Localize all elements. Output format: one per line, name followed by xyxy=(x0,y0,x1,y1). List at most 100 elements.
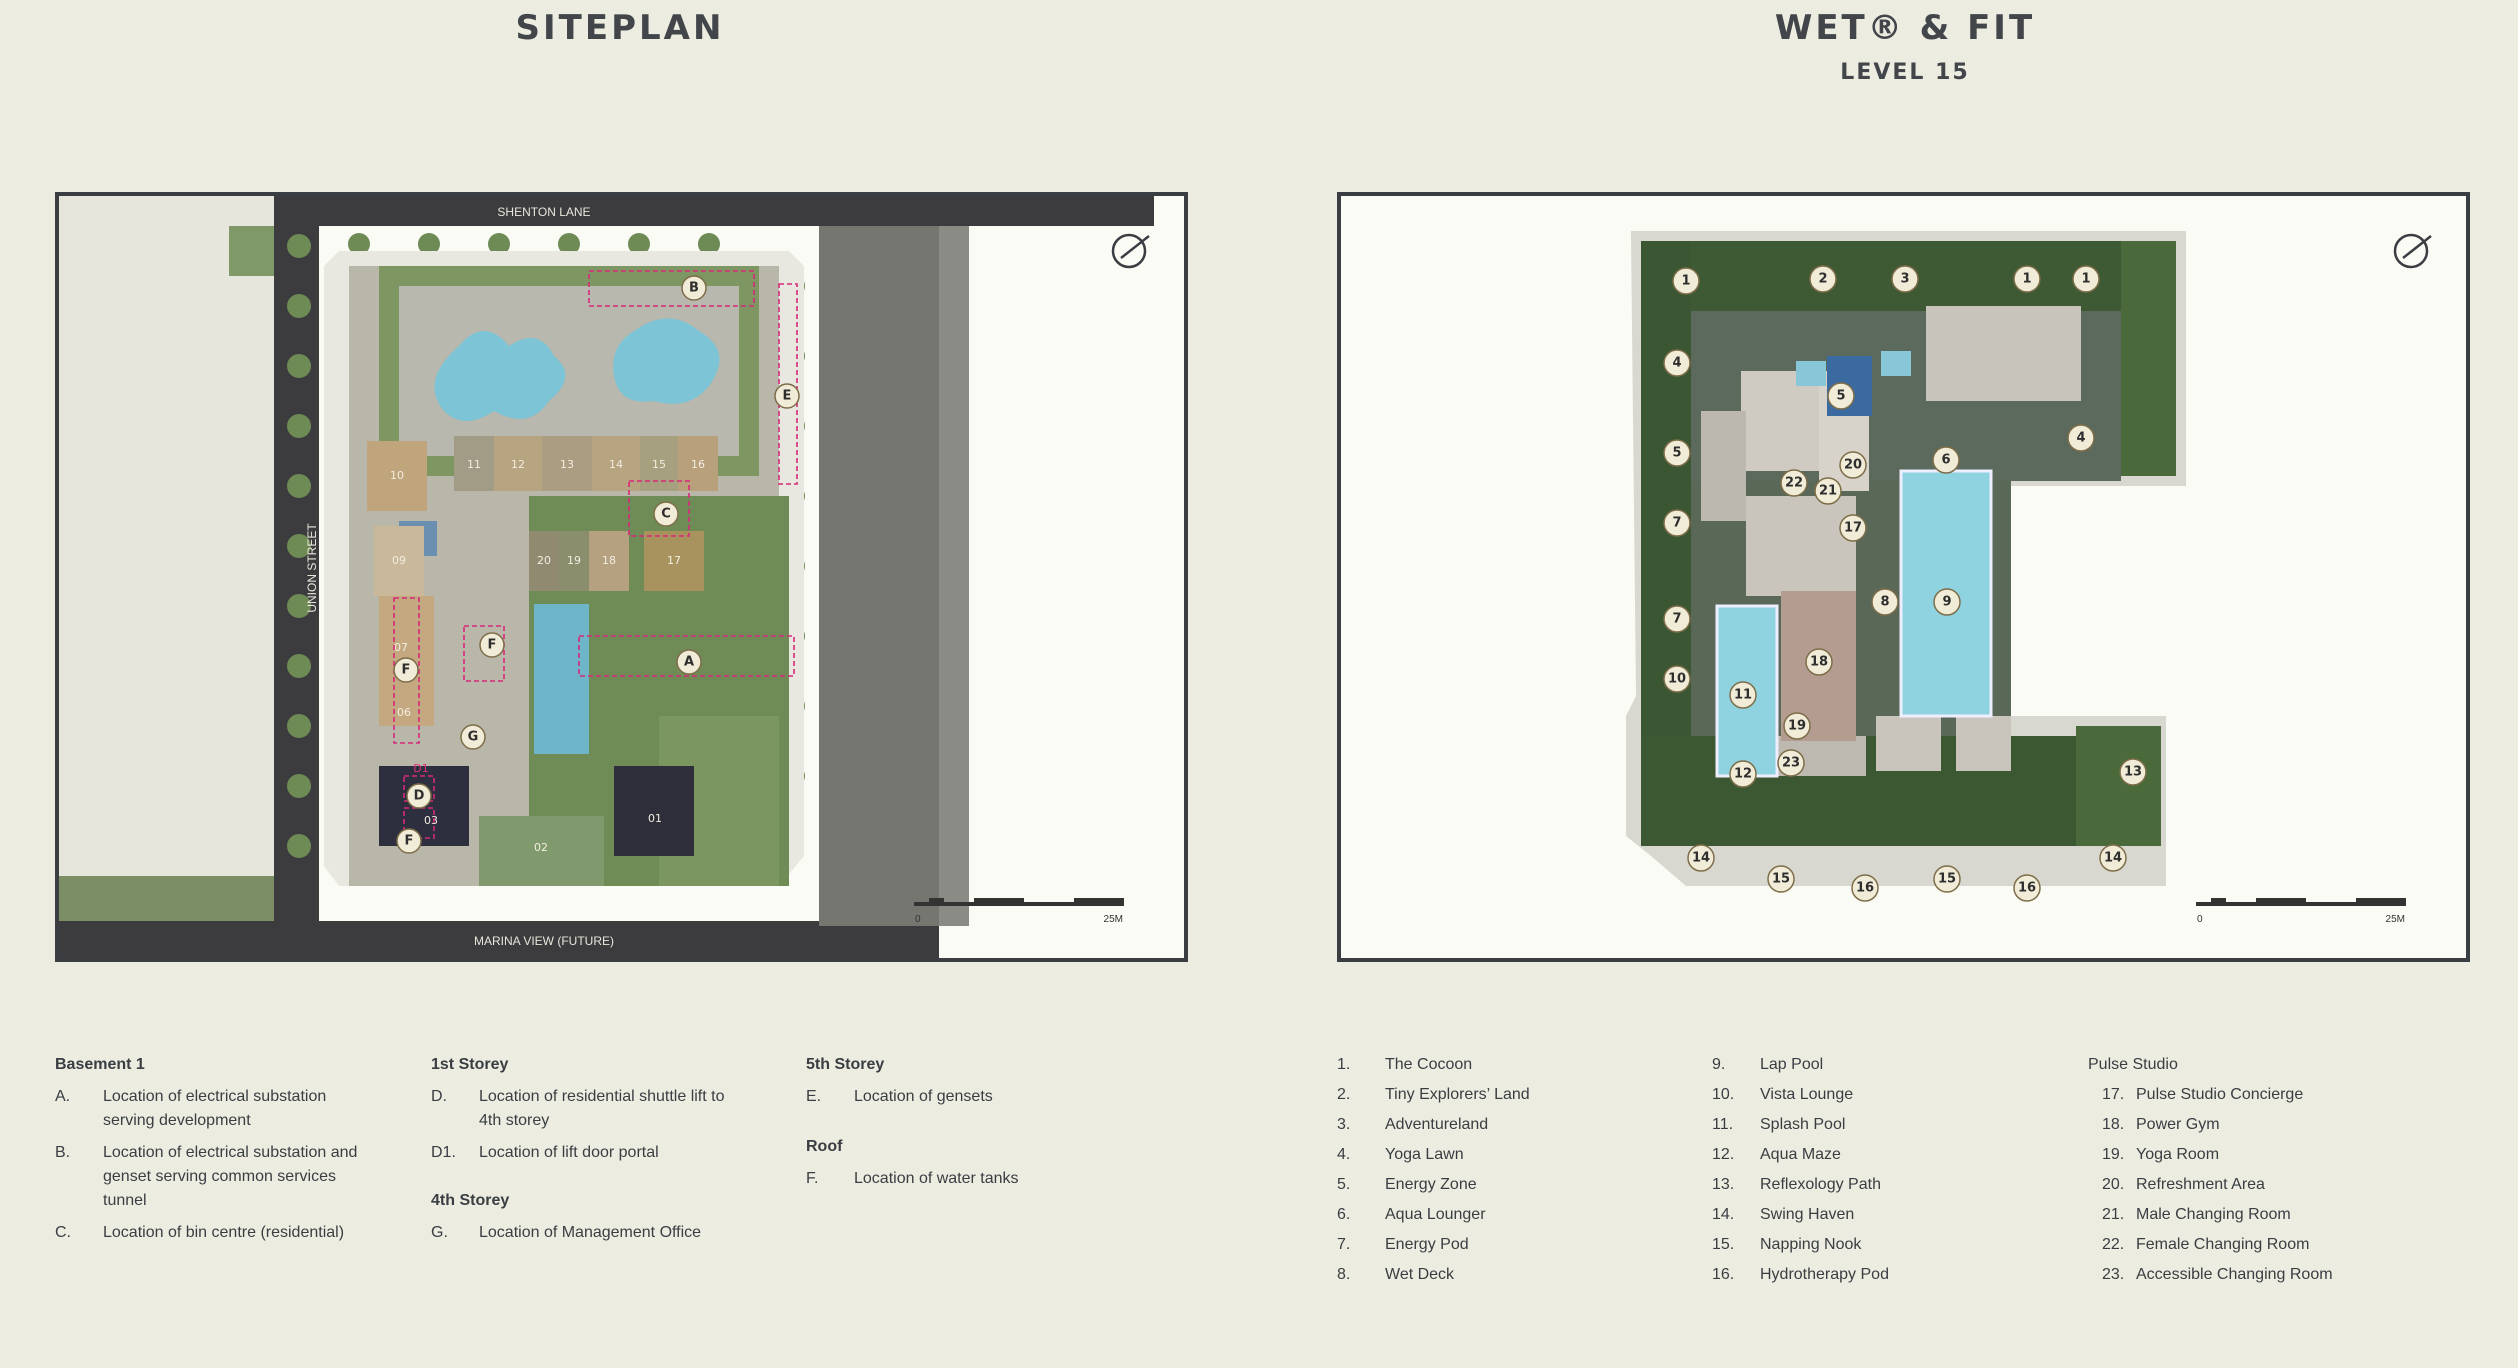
legend-text: Energy Zone xyxy=(1385,1176,1477,1193)
legend-item: G.Location of Management Office xyxy=(431,1221,771,1245)
wetfit-marker: 7 xyxy=(1672,516,1681,531)
scale-bar: 0 25M xyxy=(914,898,1124,925)
legend-item: 12.Aqua Maze xyxy=(1712,1143,2042,1173)
legend-text: Tiny Explorers’ Land xyxy=(1385,1086,1530,1103)
street-label-bottom: MARINA VIEW (FUTURE) xyxy=(474,934,614,948)
legend-key: 23. xyxy=(2102,1266,2125,1283)
block-label: 13 xyxy=(560,458,574,471)
siteplan-legend-col-3: 5th Storey E.Location of gensets Roof F.… xyxy=(806,1053,1146,1199)
wetfit-marker: 17 xyxy=(1844,521,1862,536)
siteplan-marker-f: F xyxy=(488,638,497,653)
wetfit-map-frame: 1 2 3 1 1 4 5 4 5 6 22 21 20 17 7 8 9 7 … xyxy=(1337,192,2470,962)
legend-text: Pulse Studio Concierge xyxy=(2136,1086,2304,1103)
north-arrow-icon xyxy=(1111,233,1150,269)
legend-key: G. xyxy=(431,1224,448,1241)
legend-text: Vista Lounge xyxy=(1760,1086,1854,1103)
siteplan-legend-col-2: 1st Storey D.Location of residential shu… xyxy=(431,1053,771,1253)
siteplan-marker-f: F xyxy=(402,663,411,678)
wetfit-marker: 23 xyxy=(1782,756,1800,771)
legend-item: 3.Adventureland xyxy=(1337,1113,1667,1143)
legend-key: 19. xyxy=(2102,1146,2125,1163)
legend-item: 2. Tiny Explorers’ Land xyxy=(1337,1083,1667,1113)
legend-key: 7. xyxy=(1337,1236,1351,1253)
block-label: D1 xyxy=(413,762,428,775)
wetfit-marker: 12 xyxy=(1734,767,1752,782)
block-label: 01 xyxy=(648,812,662,825)
legend-item: D.Location of residential shuttle lift t… xyxy=(431,1085,771,1133)
legend-text: Adventureland xyxy=(1385,1116,1489,1133)
legend-key: 12. xyxy=(1712,1146,1735,1163)
wetfit-marker: 7 xyxy=(1672,612,1681,627)
scale-end: 25M xyxy=(1104,914,1123,925)
legend-item: 22.Female Changing Room xyxy=(2088,1233,2468,1263)
legend-item: 21.Male Changing Room xyxy=(2088,1203,2468,1233)
block-label: 07 xyxy=(394,641,408,654)
wetfit-marker: 16 xyxy=(2018,881,2036,896)
legend-item: 6.Aqua Lounger xyxy=(1337,1203,1667,1233)
legend-item: 20.Refreshment Area xyxy=(2088,1173,2468,1203)
legend-item: D1.Location of lift door portal xyxy=(431,1141,771,1165)
siteplan-marker-c: C xyxy=(661,507,671,522)
wetfit-marker: 14 xyxy=(1692,851,1710,866)
siteplan-marker-e: E xyxy=(783,389,792,404)
legend-text: Reflexology Path xyxy=(1760,1176,1881,1193)
legend-key: 17. xyxy=(2102,1086,2125,1103)
legend-text: Refreshment Area xyxy=(2136,1176,2265,1193)
legend-item: 8.Wet Deck xyxy=(1337,1263,1667,1293)
street-label-left: UNION STREET xyxy=(305,523,319,613)
block-label: 20 xyxy=(537,554,551,567)
wetfit-marker: 8 xyxy=(1880,595,1889,610)
legend-text: Yoga Room xyxy=(2136,1146,2220,1163)
block-label: 06 xyxy=(397,706,411,719)
block-label: 10 xyxy=(390,469,404,482)
legend-text: Male Changing Room xyxy=(2136,1206,2291,1223)
scale-start: 0 xyxy=(2197,914,2203,925)
legend-heading: 4th Storey xyxy=(431,1192,510,1209)
wetfit-marker: 11 xyxy=(1734,688,1752,703)
legend-text: Splash Pool xyxy=(1760,1116,1846,1133)
wetfit-title: WET® & FIT xyxy=(1774,8,2036,48)
scale-bar: 0 25M xyxy=(2196,898,2406,925)
legend-key: 2. xyxy=(1337,1086,1351,1103)
siteplan-marker-g: G xyxy=(468,730,479,745)
wetfit-marker: 4 xyxy=(1672,356,1681,371)
legend-text: Wet Deck xyxy=(1385,1266,1455,1283)
wetfit-marker: 2 xyxy=(1818,272,1827,287)
legend-key: 16. xyxy=(1712,1266,1735,1283)
wetfit-marker: 9 xyxy=(1942,595,1951,610)
siteplan-marker-b: B xyxy=(689,281,699,296)
legend-text: Accessible Changing Room xyxy=(2136,1266,2333,1283)
wetfit-marker: 15 xyxy=(1772,872,1790,887)
wetfit-legend-col-3: Pulse Studio 17.Pulse Studio Concierge 1… xyxy=(2088,1053,2468,1293)
legend-heading: 1st Storey xyxy=(431,1056,509,1073)
legend-key: 10. xyxy=(1712,1086,1735,1103)
legend-text: Location of electrical substation servin… xyxy=(103,1088,327,1129)
wetfit-marker: 21 xyxy=(1819,484,1837,499)
legend-text: Location of electrical substation and ge… xyxy=(103,1144,358,1209)
wetfit-marker: 1 xyxy=(1681,274,1690,289)
wetfit-marker: 22 xyxy=(1785,476,1803,491)
siteplan-marker-a: A xyxy=(684,655,694,670)
legend-text: Power Gym xyxy=(2136,1116,2220,1133)
legend-item: 18.Power Gym xyxy=(2088,1113,2468,1143)
wetfit-marker: 6 xyxy=(1941,453,1950,468)
legend-key: 6. xyxy=(1337,1206,1351,1223)
legend-item: 17. Pulse Studio Concierge xyxy=(2088,1083,2468,1113)
wetfit-subtitle: LEVEL 15 xyxy=(1840,60,1970,85)
legend-heading: Roof xyxy=(806,1138,843,1155)
legend-key: 1. xyxy=(1337,1056,1351,1073)
legend-item: B.Location of electrical substation and … xyxy=(55,1141,385,1213)
legend-key: 5. xyxy=(1337,1176,1351,1193)
legend-heading: Basement 1 xyxy=(55,1056,145,1073)
block-label: 17 xyxy=(667,554,681,567)
legend-key: 9. xyxy=(1712,1056,1726,1073)
legend-text: Location of bin centre (residential) xyxy=(103,1224,345,1241)
legend-key: 4. xyxy=(1337,1146,1351,1163)
legend-text: Female Changing Room xyxy=(2136,1236,2310,1253)
legend-key: 13. xyxy=(1712,1176,1735,1193)
legend-text: Location of water tanks xyxy=(854,1170,1019,1187)
wetfit-marker: 5 xyxy=(1672,446,1681,461)
legend-item: 14.Swing Haven xyxy=(1712,1203,2042,1233)
block-label: 11 xyxy=(467,458,481,471)
block-label: 18 xyxy=(602,554,616,567)
